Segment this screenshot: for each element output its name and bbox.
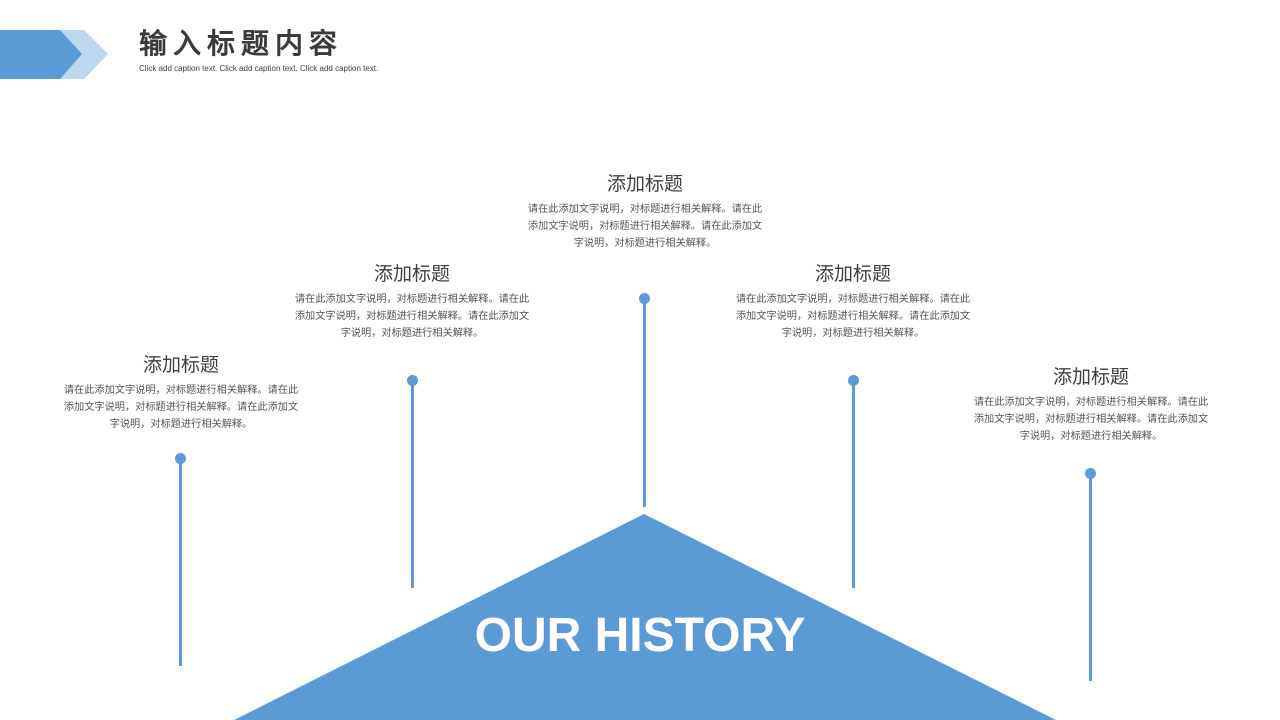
timeline-item-1: 添加标题 请在此添加文字说明，对标题进行相关解释。请在此添加文字说明，对标题进行… [56, 352, 306, 433]
item-description: 请在此添加文字说明，对标题进行相关解释。请在此添加文字说明，对标题进行相关解释。… [973, 397, 1209, 442]
page-title: 输入标题内容 [139, 27, 344, 60]
item-title: 添加标题 [606, 173, 683, 195]
timeline-item-5: 添加标题 请在此添加文字说明，对标题进行相关解释。请在此添加文字说明，对标题进行… [966, 364, 1216, 445]
item-description: 请在此添加文字说明，对标题进行相关解释。请在此添加文字说明，对标题进行相关解释。… [63, 385, 299, 430]
item-description: 请在此添加文字说明，对标题进行相关解释。请在此添加文字说明，对标题进行相关解释。… [294, 294, 530, 339]
item-title: 添加标题 [142, 354, 219, 376]
item-title: 添加标题 [373, 263, 450, 285]
item-description: 请在此添加文字说明，对标题进行相关解释。请在此添加文字说明，对标题进行相关解释。… [527, 204, 763, 249]
timeline-item-2: 添加标题 请在此添加文字说明，对标题进行相关解释。请在此添加文字说明，对标题进行… [287, 261, 537, 342]
timeline-stem [411, 380, 414, 588]
our-history-label: OUR HISTORY [474, 609, 806, 662]
timeline-item-4: 添加标题 请在此添加文字说明，对标题进行相关解释。请在此添加文字说明，对标题进行… [728, 261, 978, 342]
page-caption: Click add caption text. Click add captio… [139, 64, 379, 73]
item-title: 添加标题 [1052, 366, 1129, 388]
timeline-item-3: 添加标题 请在此添加文字说明，对标题进行相关解释。请在此添加文字说明，对标题进行… [520, 171, 770, 252]
item-description: 请在此添加文字说明，对标题进行相关解释。请在此添加文字说明，对标题进行相关解释。… [735, 294, 971, 339]
timeline-stem [643, 298, 646, 507]
timeline-stem [179, 458, 182, 666]
header-chevron-icon [0, 30, 108, 79]
timeline-stem [852, 380, 855, 588]
item-title: 添加标题 [814, 263, 891, 285]
timeline-stem [1089, 473, 1092, 681]
